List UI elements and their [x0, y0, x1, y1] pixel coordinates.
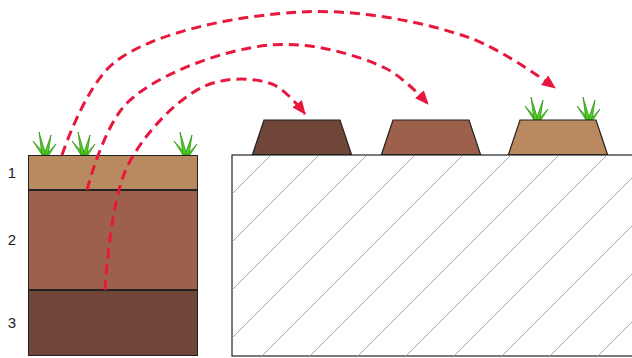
- mound-outline: [381, 104, 481, 155]
- grass-tuft: [525, 97, 548, 120]
- transfer-arrow: [62, 12, 555, 155]
- mound-shape: [509, 120, 608, 155]
- layer-number: 2: [5, 231, 19, 249]
- soil-mound: [252, 114, 352, 155]
- hatch-lines: [232, 155, 632, 357]
- soil-mound: [381, 104, 481, 155]
- layer-number: 3: [5, 314, 19, 332]
- grass-tuft: [33, 132, 56, 155]
- grass-tuft: [577, 97, 600, 120]
- soil-mound: [508, 88, 608, 155]
- mound-outline: [508, 88, 608, 155]
- mound-shape: [382, 120, 481, 155]
- mound-shape: [253, 120, 352, 155]
- grass-tuft: [72, 132, 95, 155]
- soil-layer: 3: [28, 290, 198, 356]
- ground-hatch: [20, 148, 632, 358]
- layer-number: 1: [5, 164, 19, 182]
- soil-layer: 2: [28, 190, 198, 290]
- mound-outline: [252, 114, 352, 155]
- soil-layer: 1: [28, 155, 198, 190]
- grass-tuft: [174, 132, 197, 155]
